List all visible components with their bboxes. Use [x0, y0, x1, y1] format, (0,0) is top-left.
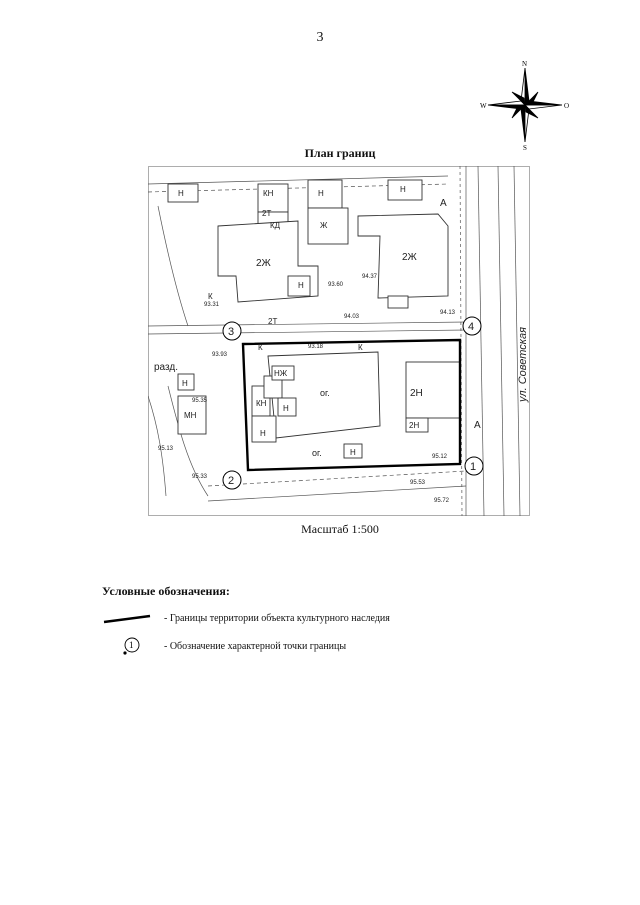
plan-title: План границ — [304, 146, 376, 160]
label-2h: 2Н — [410, 388, 423, 399]
label-nzh: НЖ — [274, 369, 288, 378]
legend-text-point: - Обозначение характерной точки границы — [164, 640, 347, 652]
elev-3: 94.13 — [440, 310, 456, 316]
label-2t: 2Т — [262, 209, 271, 218]
label-a1: А — [440, 198, 447, 209]
label-a2: А — [474, 420, 481, 431]
street-label: ул. Советская — [517, 327, 529, 403]
map-scale: Масштаб 1:500 — [301, 522, 379, 536]
legend-item-boundary: - Границы территории объекта культурного… — [100, 608, 390, 628]
label-razd: разд. — [154, 362, 178, 373]
label-2zh-right: 2Ж — [402, 252, 418, 263]
compass-rose-icon: N S W O — [480, 60, 569, 150]
elev-9: 95.12 — [432, 454, 448, 460]
boundary-map: 3 4 2 1 Н КН Н Н 2Т КД Ж Н 2Ж 2Ж К К К 2… — [148, 166, 530, 516]
legend-title: Условные обозначения: — [102, 584, 230, 598]
point-3: 3 — [228, 326, 234, 338]
compass-n: N — [522, 60, 527, 68]
elev-13: 95.72 — [434, 498, 450, 504]
point-2: 2 — [228, 475, 234, 487]
elev-4: 93.93 — [212, 352, 228, 358]
compass-e: O — [564, 102, 569, 110]
label-h4: Н — [298, 281, 304, 290]
elev-5: 93.18 — [308, 344, 324, 350]
heritage-boundary — [241, 338, 462, 472]
boundary-point-icon: 1 — [100, 636, 160, 656]
boundary-points: 3 4 2 1 — [222, 316, 484, 490]
elev-10: 95.53 — [410, 480, 426, 486]
label-2t-road: 2Т — [268, 317, 277, 326]
elev-2: 94.03 — [344, 314, 360, 320]
label-kn: КН — [263, 189, 274, 198]
point-4: 4 — [468, 321, 474, 333]
label-kd: КД — [270, 221, 281, 230]
elev-6: 95.35 — [192, 398, 208, 404]
point-symbol-number: 1 — [129, 640, 134, 650]
label-h1: Н — [178, 189, 184, 198]
label-2h-small: 2Н — [409, 421, 419, 430]
label-k1: К — [208, 292, 213, 301]
label-og2: ог. — [312, 448, 322, 458]
elev-1: 93.31 — [204, 302, 220, 308]
label-og1: ог. — [320, 388, 330, 398]
label-2zh-left: 2Ж — [256, 258, 272, 269]
label-h6: Н — [283, 404, 289, 413]
elev-12: 94.37 — [362, 274, 378, 280]
label-kn2: КН — [256, 399, 267, 408]
elev-8: 95.33 — [192, 474, 208, 480]
label-h-left: Н — [182, 379, 188, 388]
compass-w: W — [480, 102, 487, 110]
label-h3: Н — [400, 185, 406, 194]
label-k2: К — [258, 343, 263, 352]
label-h5: Н — [350, 448, 356, 457]
elev-11: 93.60 — [328, 282, 344, 288]
page-number: 3 — [316, 30, 324, 45]
legend-text-boundary: - Границы территории объекта культурного… — [164, 612, 390, 624]
label-zh1: Ж — [320, 221, 328, 230]
legend-item-point: 1 - Обозначение характерной точки границ… — [100, 636, 346, 656]
label-h2: Н — [318, 189, 324, 198]
point-1: 1 — [470, 461, 476, 473]
label-k3: К — [358, 343, 363, 352]
compass-s: S — [523, 144, 527, 150]
elev-7: 95.13 — [158, 446, 174, 452]
label-mn: МН — [184, 411, 197, 420]
label-h-left2: Н — [260, 429, 266, 438]
boundary-line-icon — [100, 608, 160, 628]
